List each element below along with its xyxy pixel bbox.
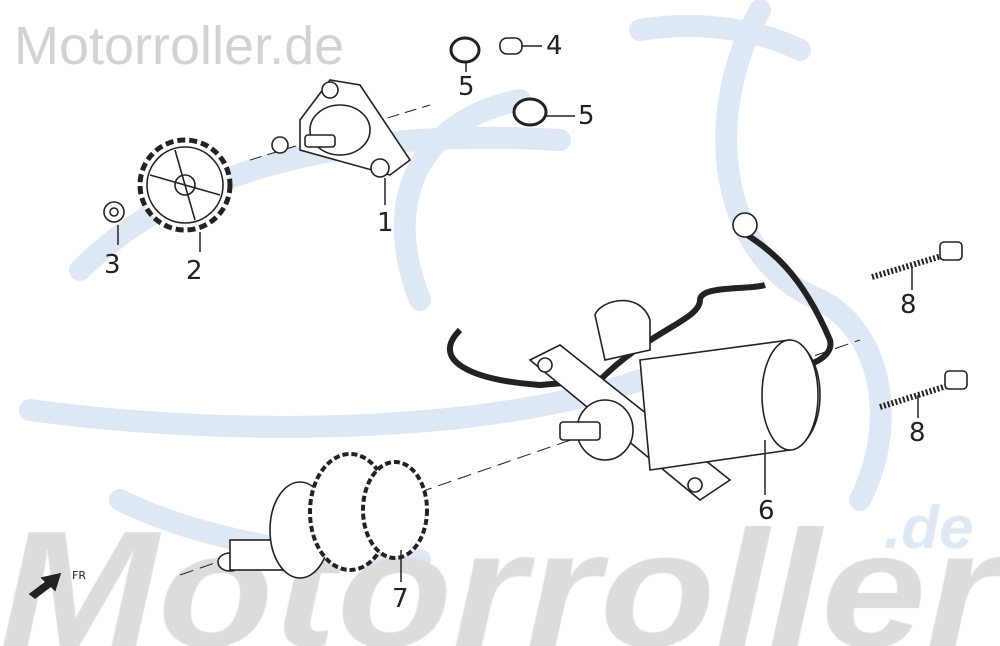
callout-6: 6 bbox=[758, 496, 775, 526]
callout-1: 1 bbox=[377, 208, 394, 238]
callout-7: 7 bbox=[392, 584, 409, 614]
part-5-oring-b bbox=[512, 97, 548, 127]
callout-3: 3 bbox=[104, 250, 121, 280]
part-3-nut bbox=[103, 201, 125, 223]
part-8-bolt-b bbox=[879, 370, 968, 410]
callout-8b: 8 bbox=[909, 418, 926, 448]
callout-4: 4 bbox=[546, 31, 563, 61]
callout-5a: 5 bbox=[458, 72, 475, 102]
callout-5b: 5 bbox=[578, 101, 595, 131]
part-6-starter-motor bbox=[446, 212, 834, 501]
part-8-bolt-a bbox=[871, 241, 963, 280]
watermark-top: Motorroller.de bbox=[14, 16, 345, 76]
part-4-pin bbox=[499, 37, 523, 55]
part-7-starter-gear bbox=[217, 452, 429, 579]
direction-label: FR bbox=[72, 569, 86, 582]
callout-2: 2 bbox=[186, 256, 203, 286]
callout-8a: 8 bbox=[900, 290, 917, 320]
arrow-down-left-icon bbox=[28, 572, 62, 600]
part-2-sprocket bbox=[137, 137, 233, 233]
part-1-starter-plate bbox=[271, 79, 412, 178]
part-5-oring-a bbox=[449, 36, 481, 64]
